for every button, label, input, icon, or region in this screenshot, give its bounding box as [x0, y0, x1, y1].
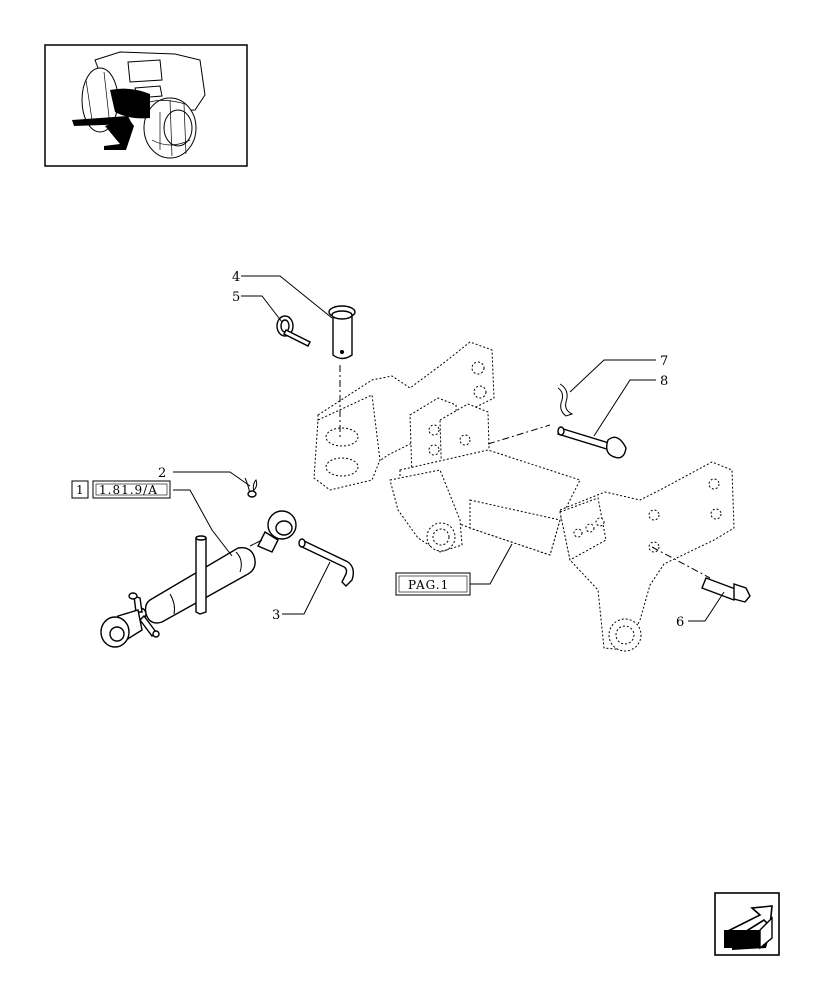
locking-pin [298, 538, 355, 587]
callout-2: 2 [158, 466, 166, 481]
r-clip-right [557, 383, 574, 417]
callout-5: 5 [232, 290, 240, 305]
arrow-back-icon[interactable] [714, 892, 780, 956]
page-reference[interactable]: PAG.1 [395, 572, 471, 596]
leader-lines [173, 275, 725, 622]
clevis-pin [328, 305, 356, 360]
callout-8: 8 [660, 374, 668, 389]
page-ref: PAG.1 [408, 578, 449, 592]
hitch-frame [313, 341, 735, 652]
r-clip [244, 477, 258, 498]
callout-4: 4 [232, 270, 240, 285]
tractor-thumbnail [44, 44, 248, 167]
ring-lock-pin [276, 315, 311, 347]
handle-pin [557, 426, 627, 459]
group-reference[interactable]: 1 1.81.9/A [71, 480, 171, 499]
group-code: 1.81.9/A [99, 483, 158, 497]
top-link [100, 510, 297, 648]
group-index: 1 [76, 483, 85, 497]
callout-7: 7 [660, 354, 668, 369]
callout-3: 3 [272, 608, 280, 623]
bolt [701, 577, 751, 603]
callout-6: 6 [676, 615, 684, 630]
